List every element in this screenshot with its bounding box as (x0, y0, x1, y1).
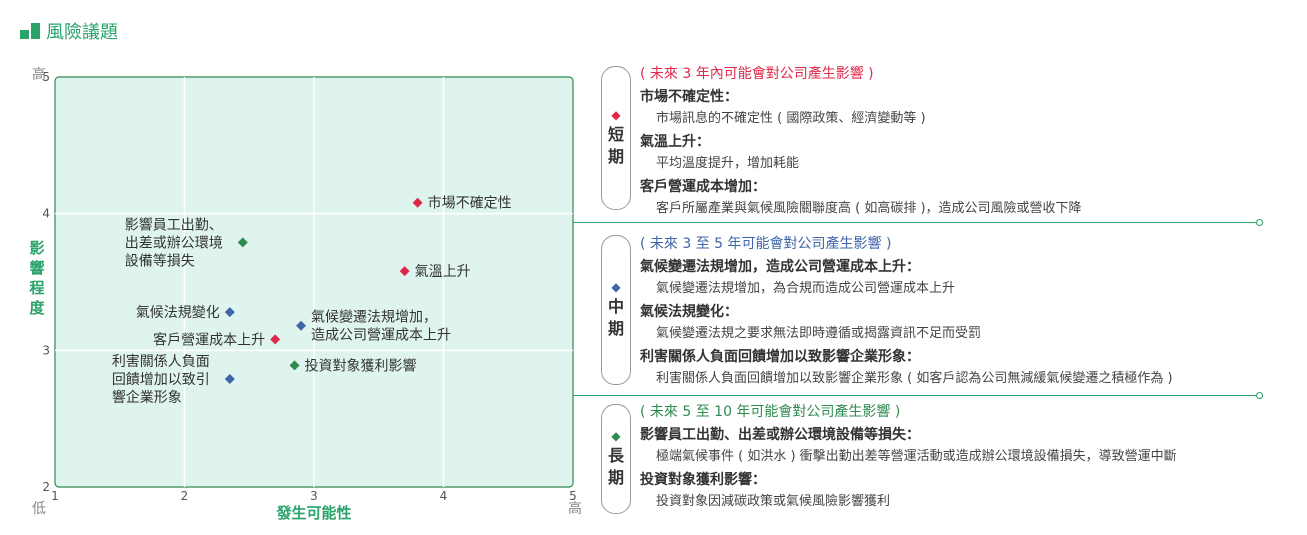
y-high-label: 高 (32, 66, 46, 83)
page-header: 風險議題 (20, 18, 118, 44)
section-mid-term: ( 未來 3 至 5 年可能會對公司產生影響 ) 氣候變遷法規增加，造成公司營運… (640, 234, 1290, 392)
risk-point-marker-short (270, 334, 281, 345)
y-tick-label: 2 (42, 480, 50, 494)
risk-desc: 極端氣候事件 ( 如洪水 ) 衝擊出勤出差等營運活動或造成辦公環境設備損失，導致… (656, 449, 1177, 464)
y-tick-label: 4 (42, 207, 50, 221)
risk-title: 市場不確定性： (640, 89, 738, 105)
section-heading: ( 未來 5 至 10 年可能會對公司產生影響 ) (640, 404, 901, 420)
y-tick-label: 3 (42, 343, 50, 357)
risk-point-label: 氣候法規變化 (136, 305, 220, 321)
risk-title: 影響員工出勤、出差或辦公環境設備等損失： (640, 427, 920, 443)
risk-desc: 客戶所屬產業與氣候風險關聯度高 ( 如高碳排 )，造成公司風險或營收下降 (656, 201, 1082, 216)
risk-point-marker-short (399, 266, 410, 277)
risk-point-label: 影響員工出勤、 (125, 216, 223, 233)
risk-title: 氣溫上升： (640, 134, 710, 150)
risk-point-marker-long (289, 360, 300, 371)
risk-point-label: 市場不確定性 (428, 195, 512, 212)
page-title: 風險議題 (46, 22, 118, 43)
risk-point-label: 投資對象獲利影響 (305, 357, 417, 374)
risk-desc: 氣候變遷法規之要求無法即時遵循或揭露資訊不足而受罰 (656, 326, 982, 341)
risk-title: 投資對象獲利影響： (640, 472, 766, 488)
risk-point-marker-mid (224, 374, 235, 385)
risk-point-marker-mid (296, 320, 307, 331)
risk-title: 客戶營運成本增加： (640, 179, 766, 195)
risk-point-label: 造成公司營運成本上升 (311, 328, 451, 344)
x-high-label: 高 (568, 500, 582, 517)
red-diamond-icon: ◆ (611, 108, 621, 122)
x-low-label: 低 (32, 501, 46, 517)
x-tick-label: 1 (51, 489, 59, 503)
risk-point-label: 氣候變遷法規增加， (311, 310, 437, 326)
risk-desc: 市場訊息的不確定性 ( 國際政策、經濟變動等 ) (656, 111, 926, 126)
y-tick-label: 5 (42, 70, 50, 84)
section-heading: ( 未來 3 年內可能會對公司產生影響 ) (640, 66, 874, 82)
green-diamond-icon: ◆ (611, 429, 621, 443)
risk-point-marker-long (237, 237, 248, 248)
section-marker-icon (20, 21, 40, 41)
term-box-short: ◆ 短 期 (601, 66, 631, 210)
risk-title: 氣候變遷法規增加，造成公司營運成本上升： (640, 259, 920, 275)
x-tick-label: 5 (569, 489, 577, 503)
risk-title: 氣候法規變化： (640, 304, 738, 320)
risk-title: 利害關係人負面回饋增加以致影響企業形象： (640, 349, 920, 365)
risk-point-label: 響企業形象 (112, 389, 182, 406)
x-tick-label: 3 (310, 489, 318, 503)
section-short-term: ( 未來 3 年內可能會對公司產生影響 ) 市場不確定性： 市場訊息的不確定性 … (640, 64, 1290, 222)
blue-diamond-icon: ◆ (611, 280, 621, 294)
risk-desc: 平均溫度提升，增加耗能 (656, 156, 800, 171)
risk-point-marker-mid (224, 307, 235, 318)
risk-desc: 氣候變遷法規增加，為合規而造成公司營運成本上升 (656, 281, 956, 296)
risk-point-label: 利害關係人負面 (112, 354, 210, 370)
term-box-long: ◆ 長 期 (601, 404, 631, 514)
section-heading: ( 未來 3 至 5 年可能會對公司產生影響 ) (640, 236, 892, 252)
x-axis-title: 發生可能性 (275, 504, 351, 522)
x-tick-label: 2 (181, 489, 189, 503)
separator-mid-long (573, 392, 1263, 399)
risk-desc: 投資對象因減碳政策或氣候風險影響獲利 (656, 494, 891, 509)
risk-point-label: 客戶營運成本上升 (153, 331, 265, 348)
x-tick-label: 4 (440, 489, 448, 503)
risk-desc: 利害關係人負面回饋增加以致影響企業形象 ( 如客戶認為公司無減緩氣候變遷之積極作… (656, 371, 1173, 386)
risk-point-label: 回饋增加以致引 (112, 371, 210, 388)
risk-point-marker-short (412, 197, 423, 208)
risk-point-label: 出差或辦公環境 (125, 235, 223, 251)
risk-point-label: 氣溫上升 (415, 264, 471, 280)
risk-point-label: 設備等損失 (125, 252, 195, 269)
y-axis-label: 影 響 程 度 (29, 239, 45, 317)
separator-short-mid (573, 219, 1263, 226)
term-box-mid: ◆ 中 期 (601, 235, 631, 385)
section-long-term: ( 未來 5 至 10 年可能會對公司產生影響 ) 影響員工出勤、出差或辦公環境… (640, 402, 1290, 515)
